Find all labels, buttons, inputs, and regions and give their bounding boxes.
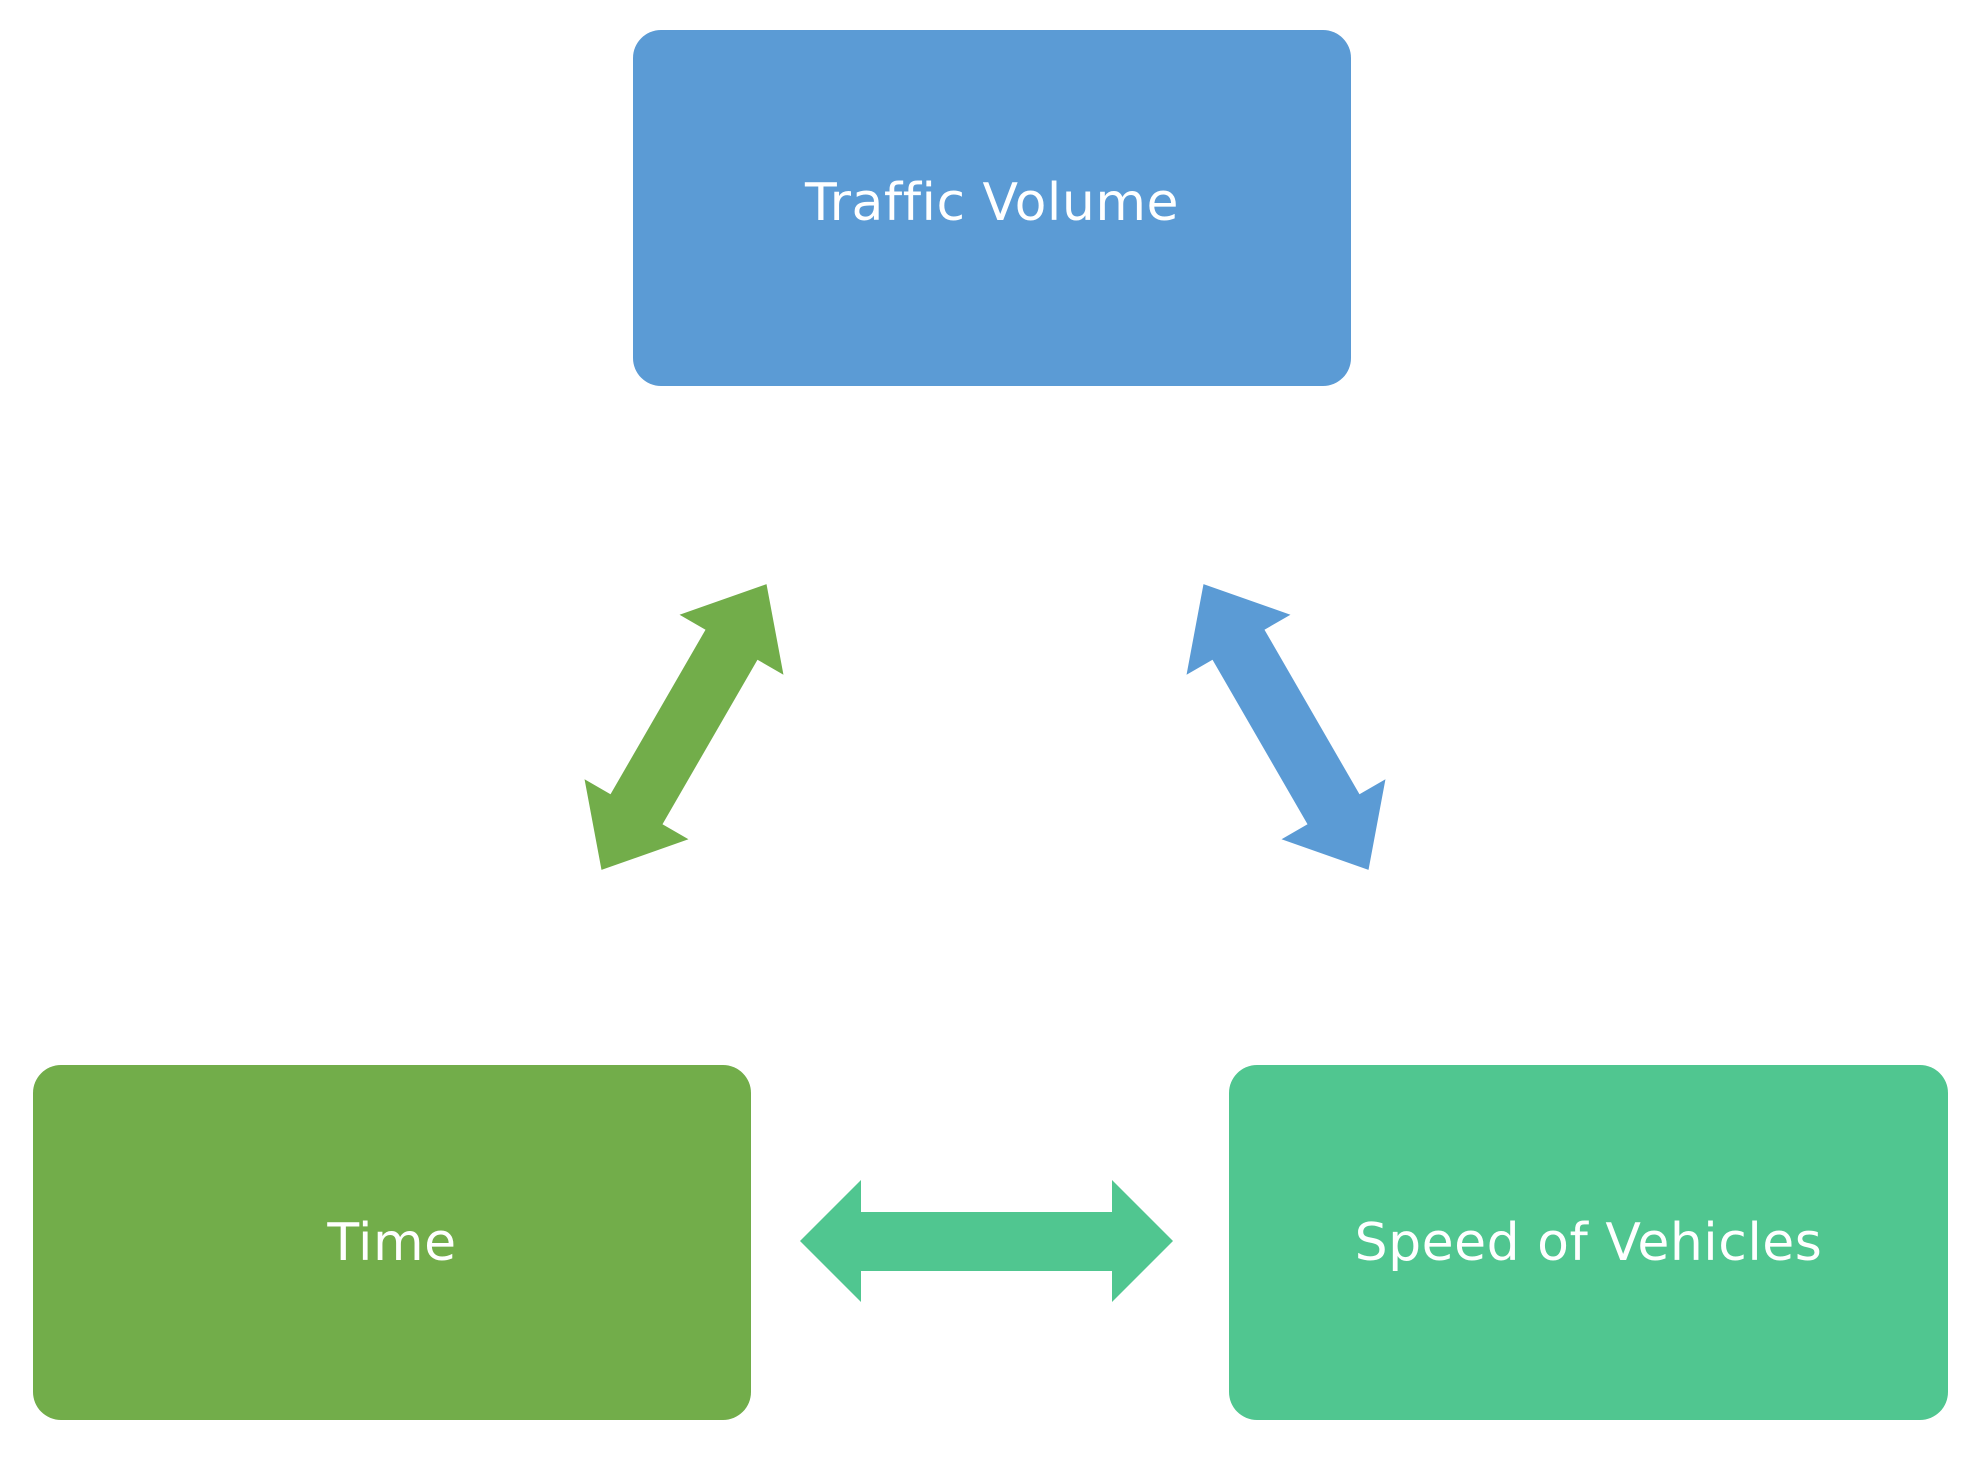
node-label: Speed of Vehicles — [1354, 1212, 1823, 1273]
node-time: Time — [33, 1065, 751, 1420]
double-arrow-time-traffic — [584, 584, 784, 870]
node-traffic-volume: Traffic Volume — [633, 30, 1351, 386]
double-arrow-traffic-speed — [1186, 584, 1386, 870]
double-arrow-time-speed — [800, 1180, 1173, 1302]
node-speed-of-vehicles: Speed of Vehicles — [1229, 1065, 1948, 1420]
node-label: Traffic Volume — [805, 173, 1179, 233]
node-label: Time — [327, 1212, 457, 1273]
